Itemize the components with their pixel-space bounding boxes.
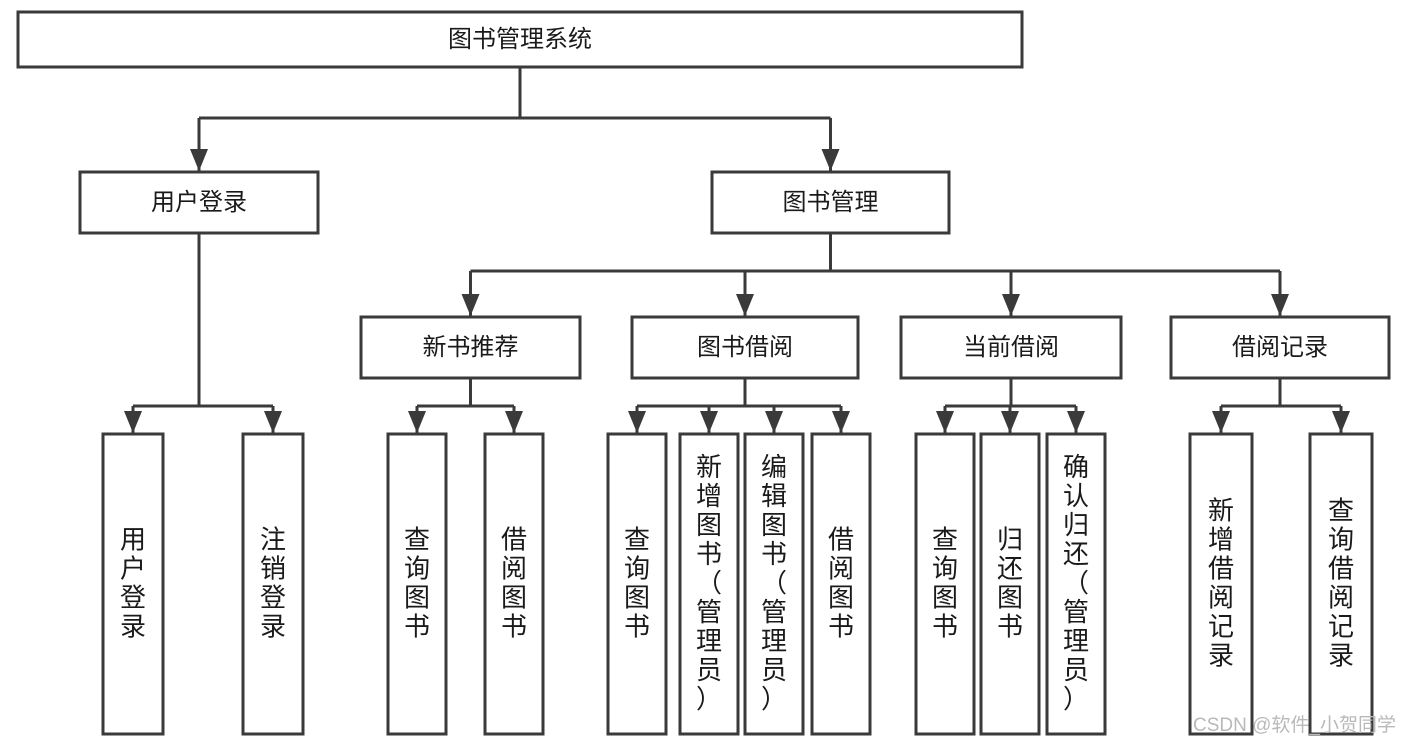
node-box-user-login xyxy=(78,170,320,235)
node-box-leaf-confirm-return xyxy=(1045,432,1107,736)
node-leaf-confirm-return[interactable]: 确认归还（管理员） xyxy=(1045,432,1107,736)
node-box-book-manage xyxy=(710,170,951,235)
node-label-book-manage: 图书管理 xyxy=(783,189,879,216)
node-leaf-borrow-book-2[interactable]: 借阅图书 xyxy=(810,432,872,736)
node-leaf-query-book-3[interactable]: 查询图书 xyxy=(914,432,976,736)
node-label-new-book-recommend: 新书推荐 xyxy=(423,334,519,361)
node-label-leaf-logout: 注销登录 xyxy=(260,525,286,642)
node-label-leaf-query-book-2: 查询图书 xyxy=(624,525,650,642)
node-box-leaf-user-login xyxy=(101,432,165,736)
node-box-leaf-add-book xyxy=(678,432,740,736)
arrow-head-icon xyxy=(1271,294,1289,316)
node-box-current-borrow xyxy=(899,315,1123,380)
node-leaf-borrow-book-1[interactable]: 借阅图书 xyxy=(483,432,545,736)
node-leaf-query-record[interactable]: 查询借阅记录 xyxy=(1308,432,1374,736)
node-box-leaf-query-record xyxy=(1308,432,1374,736)
node-label-borrow-record: 借阅记录 xyxy=(1232,334,1328,361)
node-new-book-recommend[interactable]: 新书推荐 xyxy=(359,315,582,380)
node-label-leaf-return-book: 归还图书 xyxy=(997,525,1023,642)
node-box-leaf-query-book-1 xyxy=(386,432,448,736)
arrow-head-icon xyxy=(461,294,480,316)
arrow-head-icon xyxy=(628,411,646,433)
arrow-head-icon xyxy=(124,411,142,433)
node-leaf-query-book-2[interactable]: 查询图书 xyxy=(606,432,668,736)
node-label-current-borrow: 当前借阅 xyxy=(963,334,1059,361)
node-leaf-return-book[interactable]: 归还图书 xyxy=(979,432,1041,736)
node-borrow-record[interactable]: 借阅记录 xyxy=(1169,315,1391,380)
node-leaf-query-book-1[interactable]: 查询图书 xyxy=(386,432,448,736)
node-box-leaf-query-book-2 xyxy=(606,432,668,736)
node-label-leaf-add-book: 新增图书（管理员） xyxy=(696,452,722,714)
node-box-leaf-borrow-book-2 xyxy=(810,432,872,736)
arrow-head-icon xyxy=(1002,294,1020,316)
node-box-leaf-logout xyxy=(241,432,305,736)
node-leaf-logout[interactable]: 注销登录 xyxy=(241,432,305,736)
node-label-book-borrow: 图书借阅 xyxy=(697,334,793,361)
node-box-leaf-borrow-book-1 xyxy=(483,432,545,736)
node-box-leaf-edit-book xyxy=(743,432,805,736)
node-leaf-user-login[interactable]: 用户登录 xyxy=(101,432,165,736)
node-current-borrow[interactable]: 当前借阅 xyxy=(899,315,1123,380)
arrow-head-icon xyxy=(936,411,954,433)
node-label-leaf-query-book-3: 查询图书 xyxy=(932,525,958,642)
arrow-head-icon xyxy=(1212,411,1230,433)
arrow-head-icon xyxy=(264,411,282,433)
node-box-leaf-query-book-3 xyxy=(914,432,976,736)
node-label-leaf-confirm-return: 确认归还（管理员） xyxy=(1063,452,1089,714)
node-label-leaf-borrow-book-1: 借阅图书 xyxy=(501,525,527,642)
node-layer: 图书管理系统用户登录图书管理新书推荐图书借阅当前借阅借阅记录用户登录注销登录查询… xyxy=(16,10,1391,736)
arrow-head-icon xyxy=(1067,411,1085,433)
csdn-watermark: CSDN @软件_小贺同学 xyxy=(1193,714,1396,736)
node-label-user-login: 用户登录 xyxy=(151,189,247,216)
node-leaf-edit-book[interactable]: 编辑图书（管理员） xyxy=(743,432,805,736)
node-leaf-add-book[interactable]: 新增图书（管理员） xyxy=(678,432,740,736)
arrow-head-icon xyxy=(700,411,718,433)
node-book-manage[interactable]: 图书管理 xyxy=(710,170,951,235)
node-box-leaf-return-book xyxy=(979,432,1041,736)
arrow-head-icon xyxy=(832,411,850,433)
arrow-head-icon xyxy=(1001,411,1019,433)
node-box-leaf-add-record xyxy=(1188,432,1254,736)
arrow-head-icon xyxy=(408,411,426,433)
arrow-head-icon xyxy=(765,411,783,433)
arrow-head-icon xyxy=(505,411,523,433)
arrow-head-icon xyxy=(1332,411,1350,433)
node-box-borrow-record xyxy=(1169,315,1391,380)
node-box-new-book-recommend xyxy=(359,315,582,380)
node-label-leaf-borrow-book-2: 借阅图书 xyxy=(828,525,854,642)
node-box-root xyxy=(16,10,1024,69)
arrow-head-icon xyxy=(736,294,754,316)
arrow-head-icon xyxy=(190,149,208,171)
node-label-leaf-query-book-1: 查询图书 xyxy=(404,525,430,642)
node-box-book-borrow xyxy=(630,315,860,380)
node-user-login[interactable]: 用户登录 xyxy=(78,170,320,235)
node-label-root: 图书管理系统 xyxy=(448,26,592,53)
node-root[interactable]: 图书管理系统 xyxy=(16,10,1024,69)
node-label-leaf-edit-book: 编辑图书（管理员） xyxy=(761,452,787,714)
node-label-leaf-query-record: 查询借阅记录 xyxy=(1328,496,1354,671)
node-leaf-add-record[interactable]: 新增借阅记录 xyxy=(1188,432,1254,736)
connector-layer xyxy=(124,67,1350,433)
node-label-leaf-add-record: 新增借阅记录 xyxy=(1208,496,1234,671)
node-book-borrow[interactable]: 图书借阅 xyxy=(630,315,860,380)
arrow-head-icon xyxy=(821,149,840,171)
node-label-leaf-user-login: 用户登录 xyxy=(120,525,146,642)
